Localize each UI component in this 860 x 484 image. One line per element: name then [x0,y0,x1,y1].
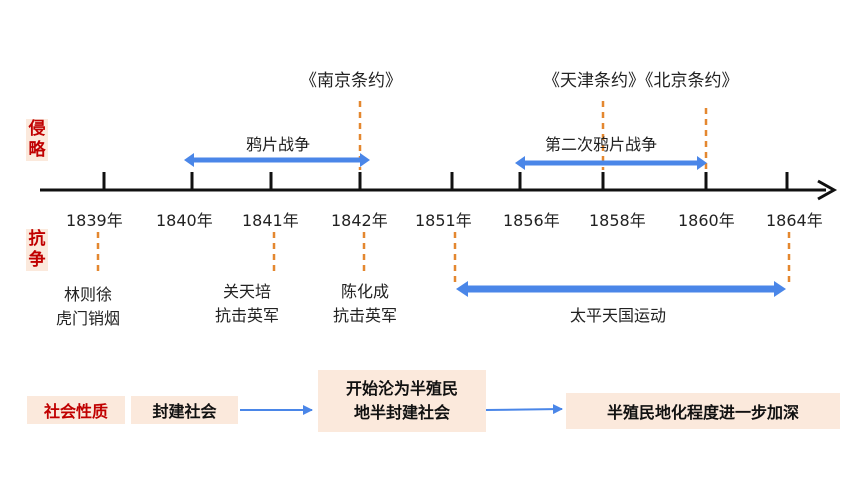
year-label: 1851年 [415,211,472,230]
label-taiping: 太平天国运动 [570,306,667,325]
arrow-taiping [456,281,786,297]
treaty-nanjing: 《南京条约》 [300,71,402,91]
year-label: 1860年 [678,211,735,230]
society-stage-feudal: 封建社会 [131,396,238,424]
society-stage-deepened: 半殖民地化程度进一步加深 [566,393,840,429]
society-stage-semi-colonial: 开始沦为半殖民 地半封建社会 [318,370,486,432]
arrow-second-opium-war [515,156,707,170]
arrow-society-2 [485,404,563,415]
year-label: 1840年 [156,211,213,230]
note-guantianpei: 关天培 抗击英军 [215,282,280,325]
invasion-label: 侵 略 [26,119,48,161]
year-label: 1839年 [66,211,123,230]
arrow-opium-war [184,153,370,167]
timeline-axis [40,179,838,201]
year-label: 1864年 [766,211,823,230]
resistance-label: 抗 争 [26,229,48,271]
note-chenhuacheng: 陈化成 抗击英军 [333,282,398,325]
year-label: 1841年 [242,211,299,230]
treaty-tianjin-beijing: 《天津条约》《北京条约》 [543,71,739,91]
note-linzexu: 林则徐 虎门销烟 [56,285,121,328]
year-label: 1856年 [503,211,560,230]
year-label: 1842年 [331,211,388,230]
year-label: 1858年 [589,211,646,230]
label-opium-war: 鸦片战争 [246,135,311,154]
label-second-opium-war: 第二次鸦片战争 [545,135,658,154]
society-label: 社会性质 [27,396,125,424]
